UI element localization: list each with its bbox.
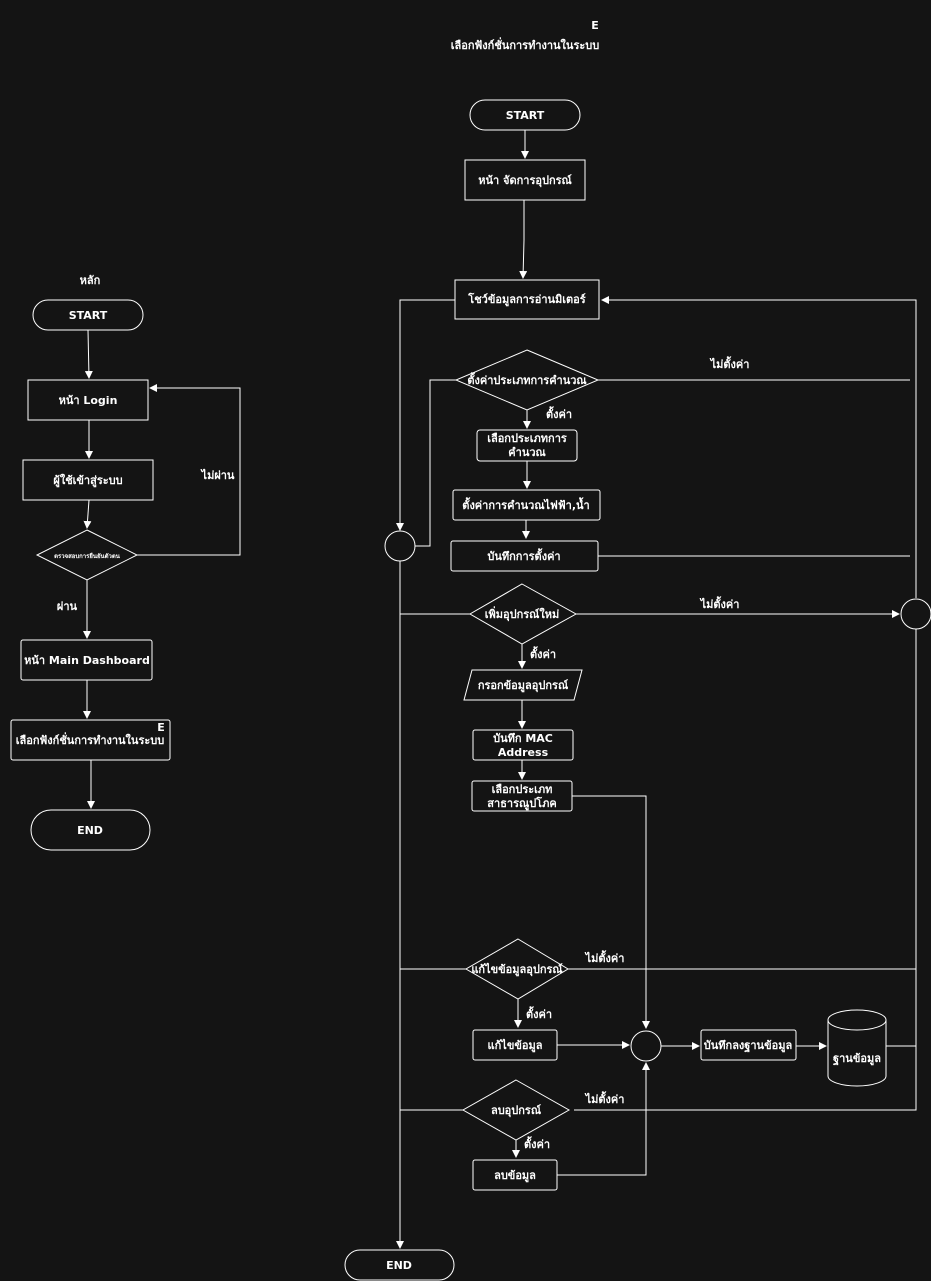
merge-circle-right: [900, 598, 931, 630]
set-calc-label: ตั้งค่าการคำนวณไฟฟ้า,น้ำ: [462, 497, 589, 512]
no-set-3-label: ไม่ตั้งค่า: [584, 950, 625, 965]
no-set-2-label: ไม่ตั้งค่า: [699, 596, 740, 611]
set-4-label: ตั้งค่า: [524, 1136, 550, 1151]
left-end-terminal: [30, 809, 151, 851]
user-enter-box: [22, 459, 154, 501]
fail-loop-connector: [137, 384, 241, 556]
choose-calc-line1: เลือกประเภทการ: [487, 432, 567, 445]
delete-device-label: ลบอุปกรณ์: [491, 1104, 542, 1118]
save-db-label: บันทึกลงฐานข้อมูล: [704, 1039, 793, 1053]
left-start-label: START: [69, 309, 108, 322]
left-bus-connector: [396, 299, 455, 531]
connector: [572, 795, 650, 1029]
merge-circle-left: [384, 530, 416, 562]
select-function-label: เลือกฟังก์ชั่นการทำงานในระบบ: [16, 732, 165, 747]
choose-utility-line1: เลือกประเภท: [492, 783, 553, 796]
right-bus-return: [601, 296, 917, 598]
manage-devices-box: [464, 159, 586, 201]
choose-calc-line2: คำนวณ: [508, 446, 546, 459]
save-settings-label: บันทึกการตั้งค่า: [487, 548, 560, 563]
save-mac-line2: Address: [498, 746, 549, 759]
connector: [415, 379, 456, 547]
fail-label: ไม่ผ่าน: [200, 468, 235, 482]
save-mac-line1: บันทึก MAC: [493, 732, 553, 745]
delete-data-label: ลบข้อมูล: [494, 1169, 536, 1183]
save-db-box: [700, 1029, 797, 1061]
connector: [84, 329, 93, 379]
set-2-label: ตั้งค่า: [530, 646, 556, 661]
login-page-label: หน้า Login: [59, 394, 118, 407]
login-page-box: [27, 379, 149, 421]
connector: [557, 1062, 650, 1176]
set-3-label: ตั้งค่า: [526, 1006, 552, 1021]
right-title: เลือกฟังก์ชั่นการทำงานในระบบ: [451, 37, 600, 52]
right-flow: E เลือกฟังก์ชั่นการทำงานในระบบ START หน้…: [344, 19, 931, 1281]
set-calc-type-label: ตั้งค่าประเภทการคำนวณ: [467, 372, 587, 387]
left-flow: หลัก START หน้า Login ผู้ใช้เข้าสู่ระบบ …: [10, 274, 241, 851]
choose-utility-line2: สาธารณูปโภค: [487, 796, 556, 811]
enter-device-label: กรอกข้อมูลอุปกรณ์: [478, 679, 569, 693]
right-end-label: END: [386, 1259, 412, 1272]
database-label: ฐานข้อมูล: [833, 1052, 881, 1066]
database-cylinder-top: [827, 1009, 887, 1031]
offpage-marker-e: E: [157, 721, 165, 734]
user-enter-label: ผู้ใช้เข้าสู่ระบบ: [53, 473, 122, 488]
save-mac-box: [472, 729, 574, 761]
pass-label: ผ่าน: [57, 600, 78, 613]
edit-device-label: แก้ไขข้อมูลอุปกรณ์: [471, 962, 563, 977]
right-start-label: START: [506, 109, 545, 122]
manage-devices-label: หน้า จัดการอุปกรณ์: [478, 174, 572, 188]
verify-label: ตรวจสอบการยืนยันตัวตน: [54, 552, 121, 560]
enter-device-io: [463, 669, 583, 701]
right-bus-lower: [574, 629, 917, 1111]
merge-circle-db: [630, 1030, 662, 1062]
set-1-label: ตั้งค่า: [546, 406, 572, 421]
database-cylinder: [827, 1020, 887, 1087]
add-device-label: เพิ่มอุปกรณ์ใหม่: [485, 606, 560, 622]
left-title: หลัก: [80, 274, 101, 287]
right-marker-e: E: [591, 19, 599, 32]
left-end-label: END: [77, 824, 103, 837]
right-end-terminal: [344, 1249, 455, 1281]
show-meter-box: [454, 279, 600, 320]
no-set-4-label: ไม่ตั้งค่า: [584, 1091, 625, 1106]
dashboard-label: หน้า Main Dashboard: [24, 654, 150, 667]
show-meter-label: โชว์ข้อมูลการอ่านมิเตอร์: [467, 292, 585, 307]
no-set-1-label: ไม่ตั้งค่า: [709, 356, 750, 371]
edit-data-label: แก้ไขข้อมูล: [488, 1038, 543, 1053]
connector: [83, 499, 92, 529]
connector: [519, 200, 528, 279]
